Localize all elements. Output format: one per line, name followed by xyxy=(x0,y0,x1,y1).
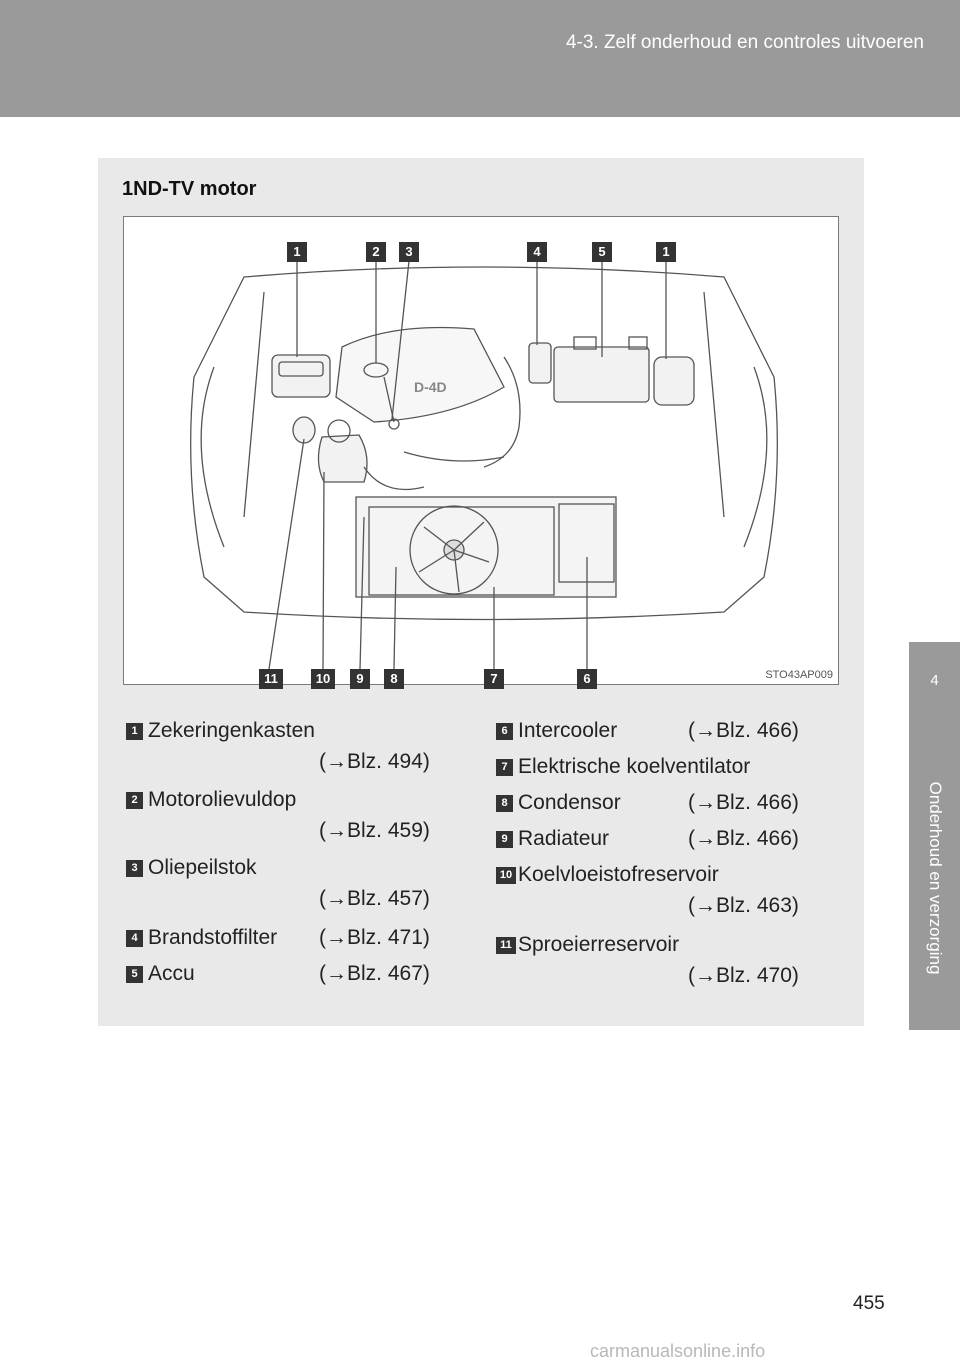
legend-number: 9 xyxy=(496,831,513,848)
legend-number: 2 xyxy=(126,792,143,809)
page-number: 455 xyxy=(853,1293,885,1314)
callout-4: 4 xyxy=(527,242,547,262)
legend-item-2: 2 Motorolievuldop (→Blz. 459) xyxy=(126,788,456,844)
legend-item-1: 1 Zekeringenkasten (→Blz. 494) xyxy=(126,719,456,775)
chapter-label: Onderhoud en verzorging xyxy=(925,781,945,975)
legend-item-4: 4 Brandstoffilter (→Blz. 471) xyxy=(126,926,456,954)
legend-number: 10 xyxy=(496,867,516,884)
callout-6: 6 xyxy=(577,669,597,689)
callout-3: 3 xyxy=(399,242,419,262)
callout-1-right: 1 xyxy=(656,242,676,262)
legend-item-3: 3 Oliepeilstok (→Blz. 457) xyxy=(126,856,456,912)
engine-illustration: D-4D xyxy=(190,260,778,670)
legend-item-11: 11 Sproeierreservoir (→Blz. 470) xyxy=(496,933,836,989)
legend-label: Zekeringenkasten xyxy=(148,719,315,742)
legend-item-8: 8 Condensor (→Blz. 466) xyxy=(496,791,836,819)
legend-label: Condensor xyxy=(518,791,621,814)
legend-label: Accu xyxy=(148,962,195,985)
engine-title: 1ND-TV motor xyxy=(122,178,257,200)
chapter-number: 4 xyxy=(930,672,939,689)
legend-item-9: 9 Radiateur (→Blz. 466) xyxy=(496,827,836,855)
callout-2: 2 xyxy=(366,242,386,262)
engine-figure: D-4D 1 2 3 4 5 1 11 10 9 8 7 6 STO43AP00… xyxy=(123,216,839,689)
legend-label: Radiateur xyxy=(518,827,610,850)
legend-label: Brandstoffilter xyxy=(148,926,278,949)
legend-label: Intercooler xyxy=(518,719,618,742)
header-band: 4-3. Zelf onderhoud en controles uitvoer… xyxy=(0,0,960,117)
legend-ref: (→Blz. 470) xyxy=(688,964,799,987)
legend-label: Oliepeilstok xyxy=(148,856,257,879)
callout-7: 7 xyxy=(484,669,504,689)
legend-number: 3 xyxy=(126,860,143,877)
legend-ref: (→Blz. 494) xyxy=(319,750,430,773)
legend-item-10: 10 Koelvloeistofreservoir (→Blz. 463) xyxy=(496,863,836,919)
legend-item-5: 5 Accu (→Blz. 467) xyxy=(126,962,456,990)
legend-number: 1 xyxy=(126,723,143,740)
legend-ref: (→Blz. 471) xyxy=(319,926,430,949)
callout-11: 11 xyxy=(259,669,283,689)
chapter-tab[interactable]: 4 Onderhoud en verzorging xyxy=(909,642,960,1030)
legend-ref: (→Blz. 459) xyxy=(319,819,430,842)
legend-label: Sproeierreservoir xyxy=(518,933,680,956)
watermark-link[interactable]: carmanualsonline.info xyxy=(590,1341,766,1361)
legend-label: Motorolievuldop xyxy=(148,788,297,811)
figure-code: STO43AP009 xyxy=(765,669,833,681)
callout-1: 1 xyxy=(287,242,307,262)
legend-ref: (→Blz. 466) xyxy=(688,827,799,850)
legend-ref: (→Blz. 463) xyxy=(688,894,799,917)
legend-ref: (→Blz. 466) xyxy=(688,719,799,742)
legend-ref: (→Blz. 466) xyxy=(688,791,799,814)
legend-label: Elektrische koelventilator xyxy=(518,755,751,778)
legend-item-7: 7 Elektrische koelventilator xyxy=(496,755,836,783)
legend-ref: (→Blz. 457) xyxy=(319,887,430,910)
callout-5: 5 xyxy=(592,242,612,262)
callout-8: 8 xyxy=(384,669,404,689)
callout-10: 10 xyxy=(311,669,335,689)
legend-ref: (→Blz. 467) xyxy=(319,962,430,985)
legend-number: 5 xyxy=(126,966,143,983)
content-box: 1ND-TV motor xyxy=(98,158,864,1026)
legend-label: Koelvloeistofreservoir xyxy=(518,863,719,886)
legend-number: 7 xyxy=(496,759,513,776)
legend-number: 6 xyxy=(496,723,513,740)
legend-item-6: 6 Intercooler (→Blz. 466) xyxy=(496,719,836,747)
section-title: 4-3. Zelf onderhoud en controles uitvoer… xyxy=(565,32,924,53)
engine-cover-text: D-4D xyxy=(414,379,447,395)
legend-number: 11 xyxy=(496,937,516,954)
legend-number: 8 xyxy=(496,795,513,812)
legend-number: 4 xyxy=(126,930,143,947)
callout-9: 9 xyxy=(350,669,370,689)
